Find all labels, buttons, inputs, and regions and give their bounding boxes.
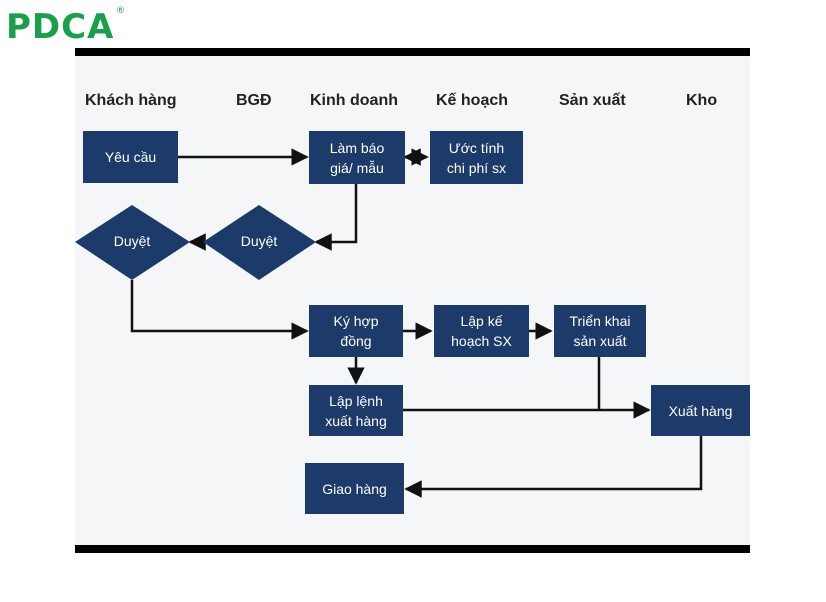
node-label-line1: Triển khai <box>569 313 631 329</box>
node-label-line1: Làm báo <box>329 139 385 156</box>
bottom-rule <box>75 545 750 553</box>
decision-diamond-khach-hang <box>75 205 190 280</box>
lane-kho: Kho <box>686 92 718 109</box>
node-label: Xuất hàng <box>668 402 733 419</box>
arrow-xuathang-to-giaohang <box>404 436 703 498</box>
node-lap-lenh-xuat-hang: Lập lệnh xuất hàng <box>309 385 403 436</box>
node-trien-khai-san-xuat: Triển khai sản xuất <box>554 305 646 357</box>
lane-ke-hoach: Kế hoạch <box>436 92 509 109</box>
arrow-duyet-to-kyhopdong <box>130 280 309 340</box>
node-label-line2: chi phí sx <box>446 159 507 176</box>
lane-bgd: BGĐ <box>236 92 272 109</box>
node-xuat-hang: Xuất hàng <box>651 385 750 436</box>
diagram-canvas <box>75 56 750 545</box>
node-lam-bao-gia: Làm báo giá/ mẫu <box>309 131 405 184</box>
node-yeu-cau: Yêu cầu <box>83 131 178 183</box>
registered-mark: ® <box>116 6 125 16</box>
node-label-line2: đồng <box>340 333 372 349</box>
node-label-line1: Lập kế <box>460 313 503 329</box>
lane-kinh-doanh: Kinh doanh <box>310 92 398 109</box>
node-uoc-tinh-chi-phi: Ước tính chi phí sx <box>430 131 523 184</box>
node-label-line1: Lập lệnh <box>329 392 383 409</box>
node-label: Yêu cầu <box>104 149 157 165</box>
pdca-logo: PDCA ® <box>6 6 125 44</box>
node-duyet-bgd-label: Duyệt <box>240 233 278 249</box>
decision-diamond-bgd <box>203 205 316 280</box>
node-lap-ke-hoach-sx: Lập kế hoạch SX <box>434 305 529 357</box>
node-label-line2: xuất hàng <box>325 412 387 429</box>
node-giao-hang: Giao hàng <box>305 463 404 514</box>
node-label-line1: Ký hợp <box>333 313 379 329</box>
node-label-line1: Ước tính <box>448 139 505 156</box>
node-ky-hop-dong: Ký hợp đồng <box>309 305 403 357</box>
logo-text: PDCA <box>6 7 114 44</box>
arrow-baogia-to-duyet <box>314 184 358 251</box>
lane-san-xuat: Sản xuất <box>559 92 626 109</box>
node-duyet-khach-hang-label: Duyệt <box>113 233 151 249</box>
node-label-line2: sản xuất <box>573 333 627 349</box>
node-label-line2: giá/ mẫu <box>330 159 384 176</box>
lane-khach-hang: Khách hàng <box>85 92 177 109</box>
node-label: Giao hàng <box>322 480 387 497</box>
node-label-line2: hoạch SX <box>451 333 512 349</box>
top-rule <box>75 48 750 56</box>
